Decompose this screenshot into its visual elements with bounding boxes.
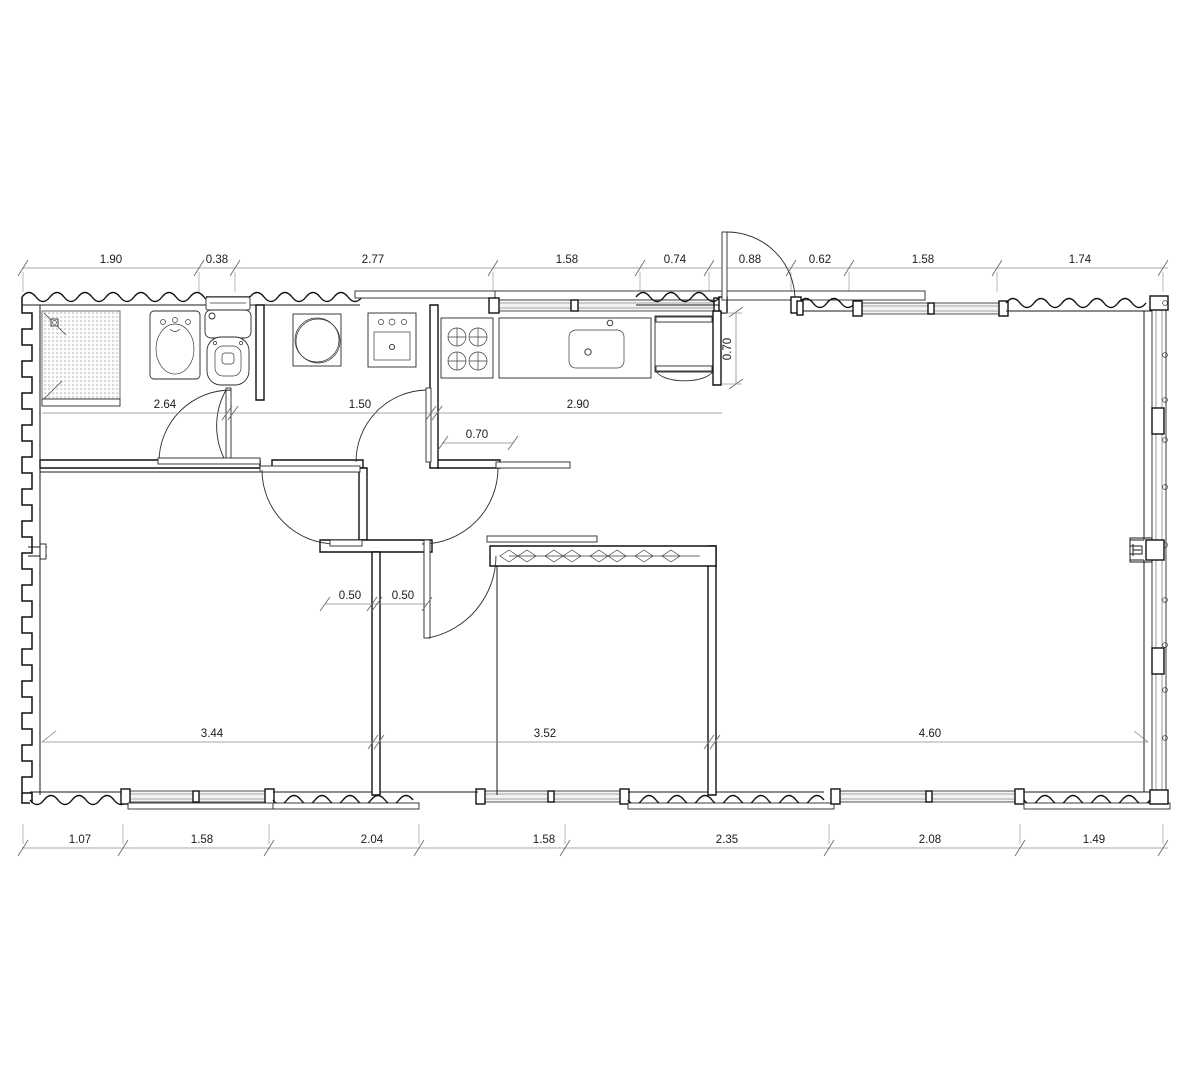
dim-bottom-4: 1.58	[533, 834, 555, 846]
top-wall-cladding-left-2	[249, 291, 363, 303]
top-wall-cladding-right-1	[798, 297, 856, 309]
dim-top-1: 1.90	[100, 254, 122, 266]
dim-bottom-7: 1.49	[1083, 834, 1105, 846]
shower-tray	[41, 310, 121, 407]
dim-top-4: 1.58	[556, 254, 578, 266]
dim-0-70-h: 0.70	[466, 429, 488, 441]
bottom-window-3[interactable]	[830, 788, 1025, 805]
bedroom-right-door[interactable]	[421, 461, 571, 639]
bathroom-sink	[367, 312, 417, 368]
bidet	[149, 310, 201, 380]
top-dimension-chain: 1.90 0.38 2.77 1.58 0.74 0.88 0.62 1.58 …	[17, 254, 1169, 292]
bottom-dimension-chain: 1.07 1.58 2.04 1.58 2.35 2.08 1.49	[17, 824, 1169, 857]
top-wall-cladding-left	[21, 291, 219, 303]
decorative-screen-panel	[499, 549, 700, 563]
dim-room-3-44: 3.44	[201, 728, 224, 740]
bathroom-fixtures	[41, 296, 417, 407]
wall-bedroom-right	[707, 545, 717, 796]
toilet-wc	[204, 296, 252, 386]
top-right-window[interactable]	[852, 300, 1009, 317]
wall-kitchen-east	[712, 310, 722, 386]
kitchen-door[interactable]	[355, 387, 432, 463]
wall-bath-vertical	[255, 304, 265, 401]
interior-walls	[39, 304, 717, 796]
bottom-window-1[interactable]	[120, 788, 275, 810]
bottom-window-2[interactable]	[475, 788, 630, 805]
dim-room-3-52: 3.52	[534, 728, 556, 740]
dim-bottom-1: 1.07	[69, 834, 91, 846]
interior-dimension-upper: 2.64 1.50 2.90	[42, 399, 722, 421]
dim-int-1-50: 1.50	[349, 399, 371, 411]
wall-kitchen-south	[436, 459, 501, 469]
dim-0-50-right: 0.50	[392, 590, 414, 602]
kitchen-fixtures	[440, 310, 722, 386]
top-wall-cladding-right-2	[1005, 297, 1147, 309]
dim-top-7: 0.62	[809, 254, 831, 266]
dim-room-4-60: 4.60	[919, 728, 941, 740]
dim-0-70-v: 0.70	[722, 338, 734, 360]
dim-bottom-2: 1.58	[191, 834, 213, 846]
bathroom-door[interactable]	[157, 387, 261, 465]
dim-bottom-3: 2.04	[361, 834, 384, 846]
bottom-wall-cladding-1	[29, 794, 129, 806]
refrigerator[interactable]	[654, 315, 714, 382]
doors	[157, 387, 571, 639]
cooktop	[440, 317, 494, 379]
dim-top-9: 1.74	[1069, 254, 1092, 266]
wall-central-vertical	[358, 467, 368, 541]
kitchen-sink	[568, 319, 625, 369]
entry-door[interactable]	[718, 231, 802, 314]
dim-top-3: 2.77	[362, 254, 384, 266]
washing-machine	[292, 313, 342, 367]
dim-0-50-left: 0.50	[339, 590, 361, 602]
kitchen-counter	[498, 317, 652, 379]
window-awning-right	[494, 290, 926, 301]
top-wall-cladding-mid	[635, 291, 721, 303]
interior-dimension-lower: 3.44 3.52 4.60	[41, 728, 1149, 750]
left-wall-scalloped	[21, 297, 33, 803]
dim-int-2-64: 2.64	[154, 399, 177, 411]
wall-tee-vertical	[371, 551, 381, 796]
dim-0-50-pair: 0.50 0.50	[319, 590, 433, 612]
bedroom-left-door[interactable]	[259, 465, 363, 547]
dim-int-2-90: 2.90	[567, 399, 589, 411]
dim-bottom-6: 2.08	[919, 834, 941, 846]
dim-top-6: 0.88	[739, 254, 761, 266]
dim-0-70-vertical: 0.70	[722, 306, 744, 390]
dim-0-70-horizontal: 0.70	[437, 429, 519, 451]
dim-top-8: 1.58	[912, 254, 934, 266]
dim-top-2: 0.38	[206, 254, 228, 266]
window-awning-left	[354, 290, 502, 299]
right-wall-door[interactable]	[1129, 537, 1165, 563]
dim-bottom-5: 2.35	[716, 834, 738, 846]
dim-top-5: 0.74	[664, 254, 687, 266]
left-wall-window[interactable]	[28, 543, 47, 560]
